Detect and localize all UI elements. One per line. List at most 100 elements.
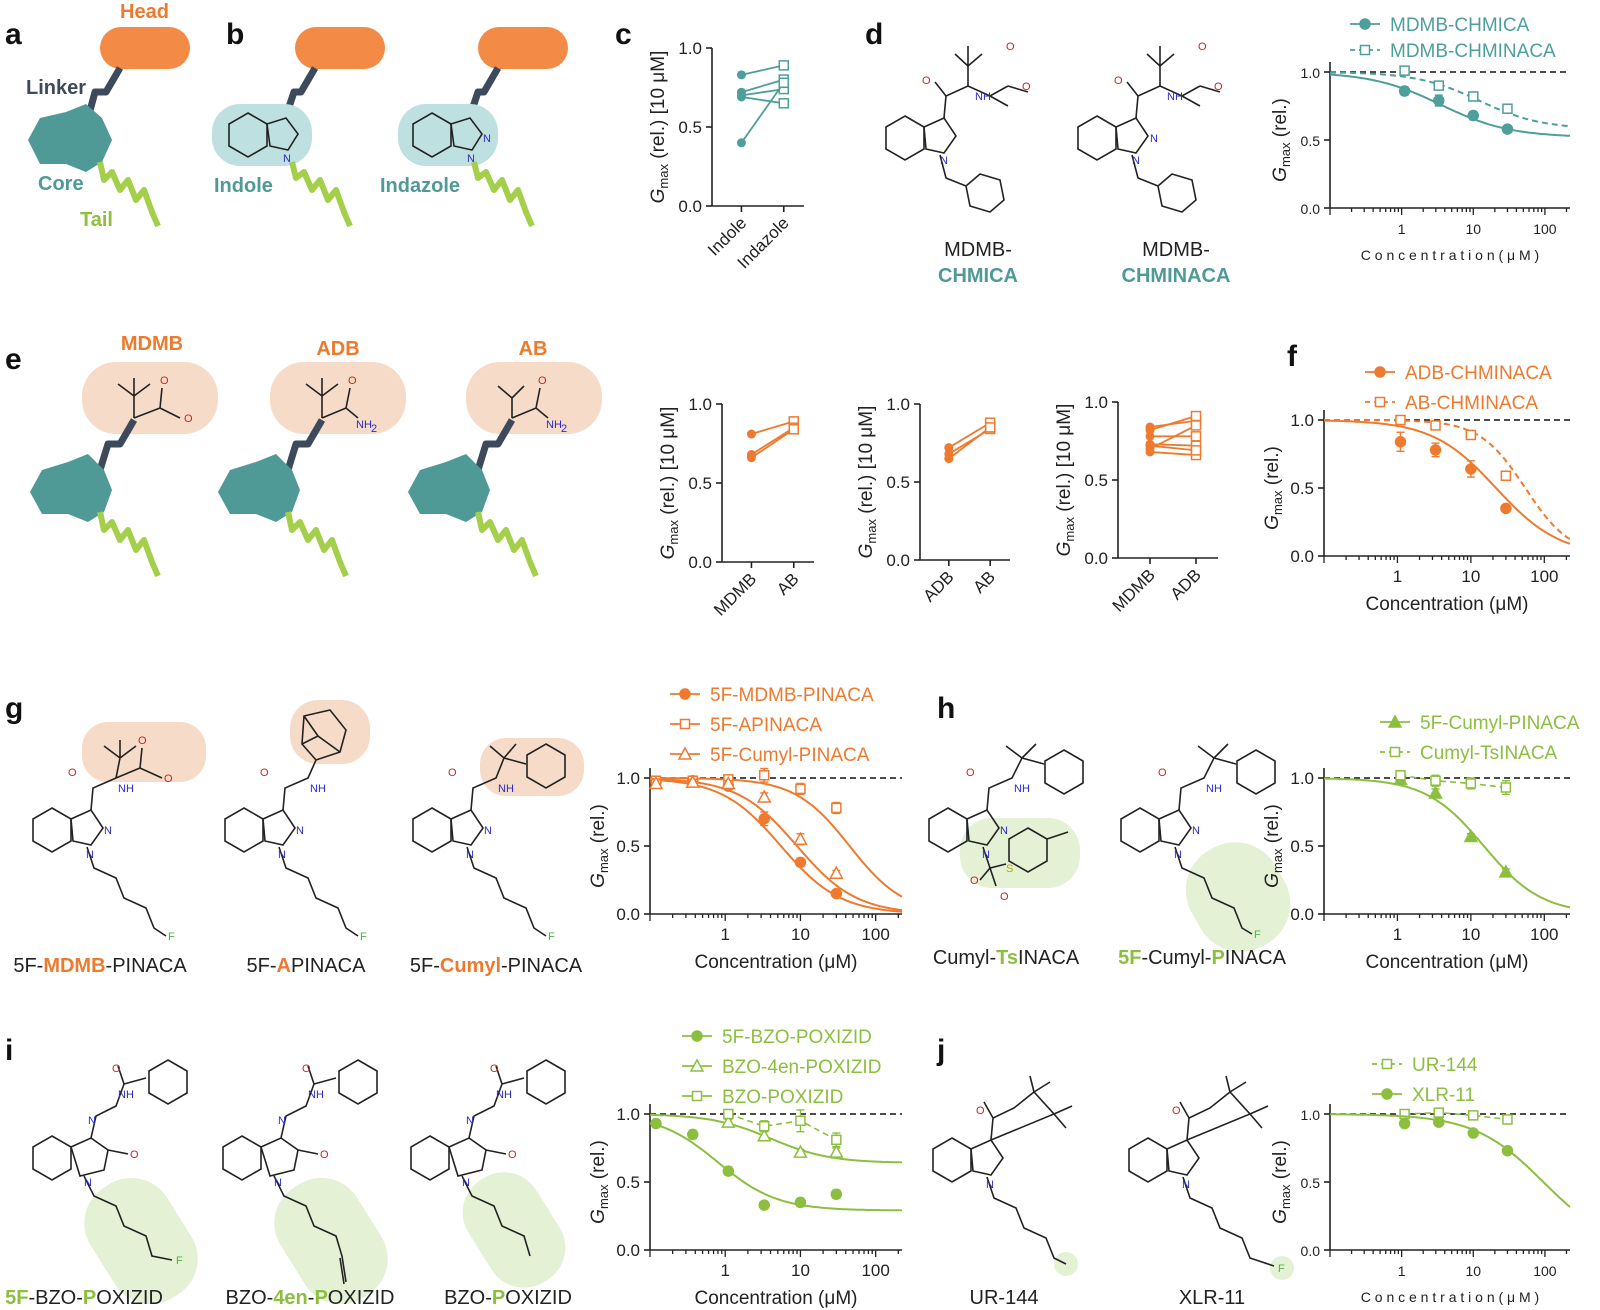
panel-label-e: e [5,343,22,376]
y-axis-label: Gmax (rel.) [10 μM] [1054,404,1077,557]
svg-text:NH: NH [308,1089,324,1101]
svg-text:N: N [940,155,948,167]
svg-text:O: O [320,1149,329,1161]
point [758,1199,770,1211]
pair-line [1149,415,1197,431]
legend-entry: Cumyl-TsINACA [1420,743,1558,764]
y-axis-label: Gmax (rel.) [588,804,611,888]
point [756,789,772,803]
mdmb-label: MDMB [121,333,183,355]
point [1468,1110,1479,1121]
svg-text:O: O [160,375,169,387]
point [1465,463,1477,475]
y-axis-label: Gmax (rel.) [10 μM] [648,51,671,204]
y-tick-label: 1.0 [886,395,910,414]
svg-text:2: 2 [561,423,567,435]
svg-text:N: N [88,1115,96,1127]
point [1359,44,1371,56]
compound-d2-line1: MDMB- [1142,239,1210,261]
svg-text:NH: NH [1167,91,1183,103]
legend-entry: 5F-MDMB-PINACA [710,685,874,706]
x-tick-label: AB [773,569,802,598]
y-tick-label: 1.0 [1290,769,1314,788]
svg-text:N: N [86,849,94,861]
svg-text:O: O [490,1063,499,1075]
svg-text:NH: NH [1206,783,1222,795]
legend-entry: AB-CHMINACA [1405,393,1538,414]
structures-g: O NH O O N N F O NH N N F O NH N N F 5F-… [13,700,584,977]
point [794,856,807,869]
indole-label: Indole [214,175,273,197]
core-label: Core [38,173,84,195]
pair-line [1149,451,1197,456]
ab-label: AB [519,338,548,360]
svg-text:O: O [130,1149,139,1161]
svg-text:N: N [1192,825,1200,837]
svg-text:NH: NH [1014,783,1030,795]
legend-entry: ADB-CHMINACA [1405,363,1552,384]
point [648,775,664,790]
pair-line [751,420,795,435]
point [778,98,790,109]
svg-text:O: O [922,75,931,87]
point [1374,366,1386,378]
legend-entry: UR-144 [1412,1055,1478,1076]
svg-text:O: O [112,1063,121,1075]
point [794,1196,807,1209]
svg-text:O: O [302,1063,311,1075]
y-tick-label: 0.0 [688,553,712,572]
y-tick-label: 0.5 [616,1173,640,1192]
point [1190,410,1202,422]
point [788,424,800,435]
point [758,1120,770,1132]
x-tick-label: 10 [791,1261,810,1280]
y-tick-label: 0.0 [1301,1243,1321,1259]
point [793,831,808,845]
compound-i1: 5F-BZO-POXIZID [5,1287,163,1309]
pair-line [750,428,795,459]
point [1145,431,1155,441]
x-tick-label: 100 [1530,567,1558,586]
fit-curve [649,1113,903,1164]
x-tick-label: 100 [1533,221,1557,237]
point [1467,1127,1480,1139]
point [686,1128,699,1141]
point [1502,1114,1513,1125]
panel-label-c: c [615,18,632,51]
y-tick-label: 1.0 [1301,65,1321,81]
svg-text:O: O [1198,41,1207,53]
point [1398,85,1411,97]
compound-j1: UR-144 [970,1287,1039,1309]
svg-text:O: O [976,1105,985,1117]
point [1387,714,1403,728]
x-tick-label: 1 [1398,221,1406,237]
point [679,688,691,700]
fit-curve [650,777,903,898]
x-tick-label: 1 [1393,925,1402,944]
svg-text:O: O [348,375,357,387]
point [1145,441,1155,451]
fit-curve [1324,419,1571,541]
indazole-n1: N [483,133,491,145]
svg-text:O: O [184,413,193,425]
x-tick-label: 100 [861,1261,889,1280]
point [685,774,701,788]
y-tick-label: 0.5 [1084,471,1108,490]
x-axis-label: C o n c e n t r a t i o n ( μ M ) [1361,1289,1539,1305]
panel-label-h: h [937,692,955,725]
series-line [728,1113,837,1141]
y-axis-label: Gmax (rel.) [10 μM] [658,407,681,560]
linker-label: Linker [26,77,86,99]
svg-text:N: N [104,825,112,837]
svg-text:N: N [466,849,474,861]
svg-text:N: N [296,825,304,837]
compound-d2-line2: CHMINACA [1122,265,1231,287]
y-tick-label: 0.5 [1290,479,1314,498]
point [1145,425,1155,435]
point [1467,109,1480,122]
point [830,1188,843,1200]
svg-text:O: O [1006,41,1015,53]
